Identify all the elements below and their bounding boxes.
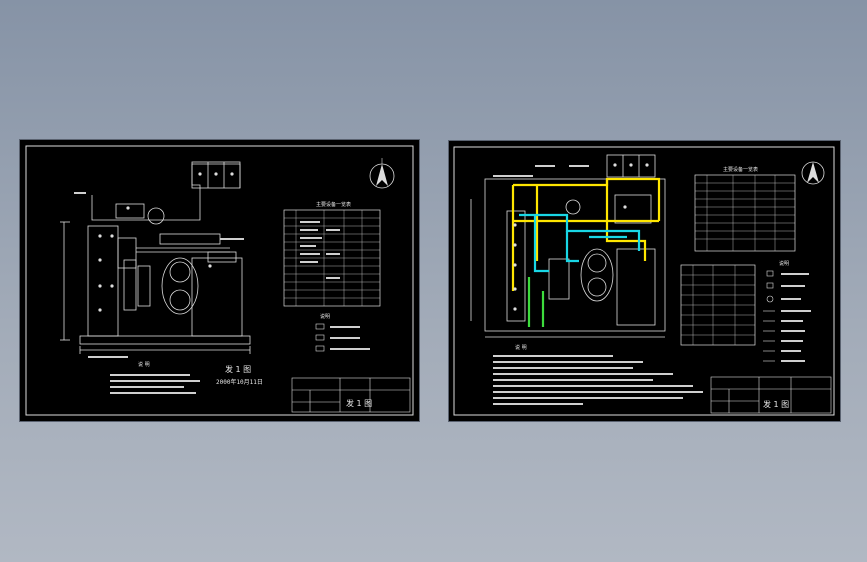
svg-text:说 明: 说 明 [515, 344, 527, 351]
svg-text:说 明: 说 明 [138, 361, 150, 368]
equipment-table-right: 主要设备一览表 [680, 166, 796, 346]
table-heading-right: 主要设备一览表 [723, 166, 758, 173]
plan-labels [74, 192, 244, 358]
title-block-text-left: 发 1 图 [346, 398, 372, 408]
sheet-border [453, 146, 835, 416]
equipment-table-left: 主要设备一览表 [283, 201, 381, 307]
notes-left: 说 明 [110, 361, 200, 394]
drawing-sheet-left[interactable]: 主要设备一览表 说明 [20, 140, 419, 421]
legend-heading-right: 说明 [779, 260, 789, 267]
pipes [511, 177, 661, 327]
notes-right: 说 明 [493, 344, 703, 405]
plan-labels [493, 165, 589, 177]
cad-drawing-right: 主要设备一览表 说明 [453, 146, 835, 416]
floor-plan [60, 161, 251, 354]
title-block-right [710, 376, 832, 414]
equipment-markers [98, 172, 234, 312]
legend-right: 说明 [763, 260, 811, 362]
title-block-left [291, 377, 411, 413]
sheet-border [25, 145, 414, 416]
floor-plan [470, 154, 666, 338]
drawing-date-left: 2000年10月11日 [216, 378, 263, 386]
north-arrow-icon [369, 158, 395, 189]
drawing-sheet-right[interactable]: 主要设备一览表 说明 [449, 141, 840, 421]
legend-left: 说明 [315, 313, 370, 352]
equipment-markers [513, 163, 649, 311]
title-block-text-right: 发 1 图 [763, 399, 789, 409]
legend-heading-left: 说明 [320, 313, 330, 320]
drawing-title-left: 发 1 图 [225, 364, 251, 374]
table-heading-left: 主要设备一览表 [316, 201, 351, 208]
cad-drawing-left: 主要设备一览表 说明 [25, 145, 414, 416]
north-arrow-icon [801, 161, 825, 185]
